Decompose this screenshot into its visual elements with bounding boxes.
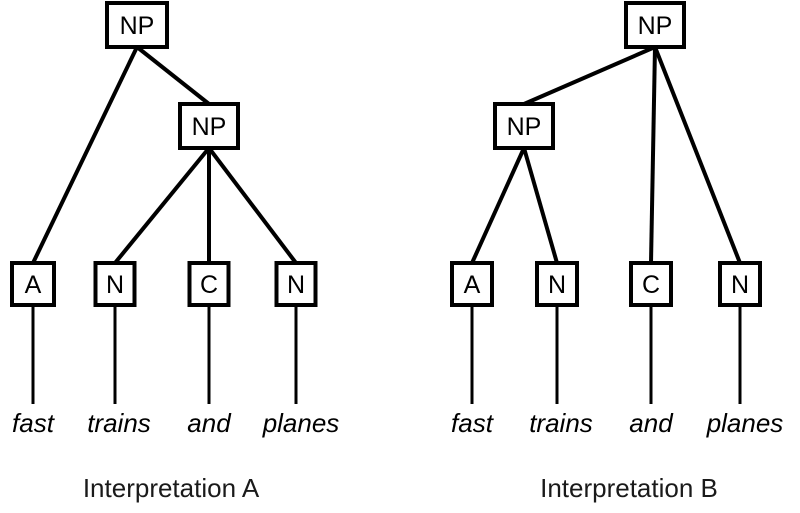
node-box-a-n1 [93, 261, 137, 307]
node-b-n1[interactable]: N [535, 261, 579, 307]
tree-edge-a-np-sub-to-a-n2 [207, 146, 298, 265]
word-a-word-and: and [187, 408, 232, 438]
edge-group [470, 45, 742, 264]
node-label-a-n1: N [106, 271, 124, 299]
node-box-a-c [187, 261, 231, 307]
node-a-n2[interactable]: N [274, 261, 318, 307]
node-a-np-root[interactable]: NP [105, 1, 169, 49]
leaf-stem-group [31, 305, 298, 404]
node-box-b-a [450, 261, 494, 307]
node-label-b-c: C [642, 271, 660, 299]
node-box-b-c [629, 261, 673, 307]
node-b-n2[interactable]: N [718, 261, 762, 307]
node-b-np-sub[interactable]: NP [493, 102, 555, 150]
node-label-b-np-root: NP [638, 12, 673, 40]
tree-edge-a-np-sub-to-a-n1 [113, 146, 211, 265]
node-box-b-np-root [624, 1, 686, 49]
node-label-a-c: C [200, 271, 218, 299]
node-box-b-n1 [535, 261, 579, 307]
node-box-a-np-sub [178, 102, 240, 150]
node-label-a-np-root: NP [120, 12, 155, 40]
word-a-word-fast: fast [12, 408, 56, 438]
node-box-a-n2 [274, 261, 318, 307]
word-b-word-fast: fast [451, 408, 495, 438]
caption-interpretation-b: Interpretation B [540, 473, 718, 503]
node-box-b-np-sub [493, 102, 555, 150]
tree-edge-b-np-root-to-b-np-sub [523, 45, 656, 106]
tree-edge-a-np-root-to-a-np-sub [135, 45, 211, 106]
node-label-b-n2: N [731, 271, 749, 299]
node-a-n1[interactable]: N [93, 261, 137, 307]
tree-edge-b-np-root-to-b-n2 [653, 46, 742, 264]
edge-group [31, 45, 298, 265]
tree-edge-b-np-root-to-b-c [649, 46, 657, 264]
word-b-word-planes: planes [706, 408, 784, 438]
tree-edge-a-np-root-to-a-a [31, 46, 139, 264]
leaf-stem-group [470, 305, 742, 404]
word-b-word-and: and [629, 408, 674, 438]
node-b-c[interactable]: C [629, 261, 673, 307]
node-a-a[interactable]: A [10, 261, 56, 307]
node-label-b-n1: N [548, 271, 566, 299]
caption-interpretation-a: Interpretation A [83, 473, 260, 503]
node-a-c[interactable]: C [187, 261, 231, 307]
node-box-a-np-root [105, 1, 169, 49]
word-b-word-trains: trains [529, 408, 593, 438]
node-box-b-n2 [718, 261, 762, 307]
node-b-a[interactable]: A [450, 261, 494, 307]
node-label-a-n2: N [287, 271, 305, 299]
node-b-np-root[interactable]: NP [624, 1, 686, 49]
tree-edge-b-np-sub-to-b-n1 [522, 147, 559, 264]
node-label-b-a: A [464, 271, 481, 299]
node-label-a-np-sub: NP [192, 113, 227, 141]
node-label-b-np-sub: NP [507, 113, 542, 141]
node-a-np-sub[interactable]: NP [178, 102, 240, 150]
word-a-word-planes: planes [262, 408, 340, 438]
node-label-a-a: A [25, 271, 42, 299]
word-a-word-trains: trains [87, 408, 151, 438]
tree-edge-b-np-sub-to-b-a [470, 147, 526, 264]
node-box-a-a [10, 261, 56, 307]
